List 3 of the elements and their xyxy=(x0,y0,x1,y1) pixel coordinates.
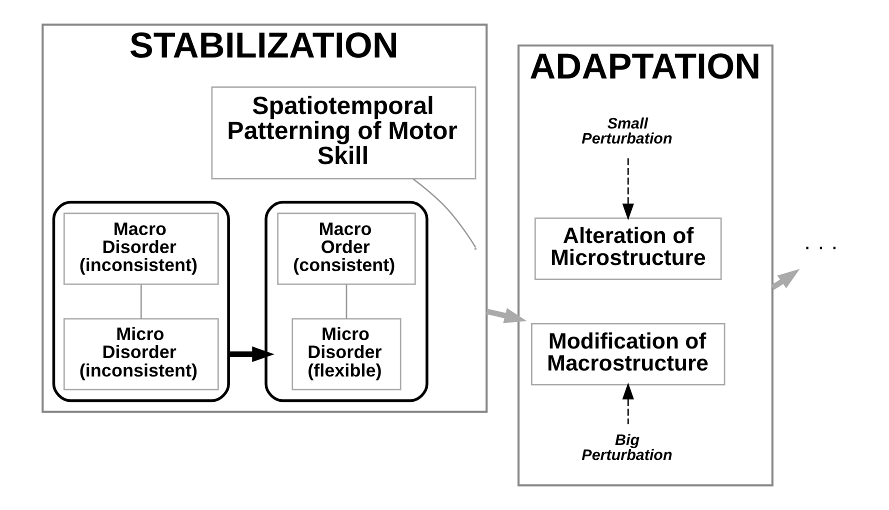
node-text: · · · xyxy=(803,234,838,260)
node-text: Small Perturbation xyxy=(581,115,672,148)
node-text: Big Perturbation xyxy=(581,432,672,464)
